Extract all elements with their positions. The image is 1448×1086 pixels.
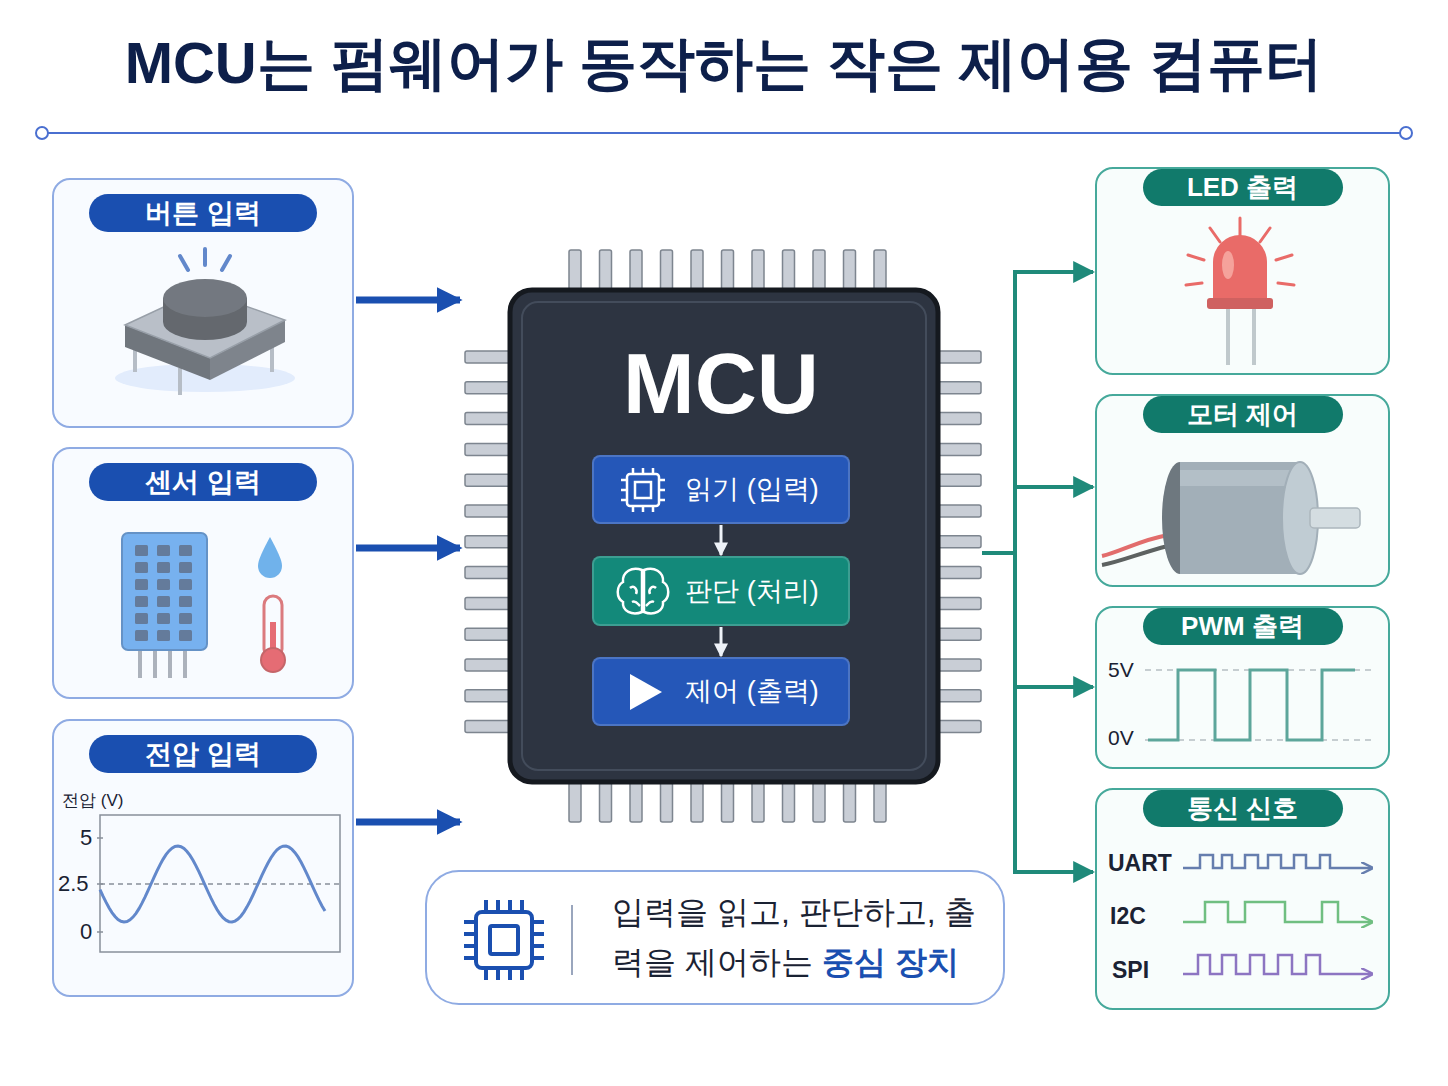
brain-icon — [618, 569, 669, 614]
flow-arrow — [982, 487, 1093, 553]
flow-arrow — [982, 553, 1093, 687]
step-label: 읽기 (입력) — [685, 473, 818, 505]
caption-chip-icon — [464, 900, 544, 980]
input-panel: 전압 입력 — [52, 719, 354, 997]
flow-arrow — [720, 525, 723, 555]
flow-arrow — [982, 553, 1093, 872]
input-panel: 버튼 입력 — [52, 178, 354, 428]
summary-box: 입력을 읽고, 판단하고, 출력을 제어하는중심 장치 — [425, 870, 1005, 1005]
process-step: 판단 (처리) — [592, 556, 850, 626]
process-step: 읽기 (입력) — [592, 455, 850, 524]
play-icon — [630, 674, 662, 710]
axis-label: 5 — [80, 826, 92, 850]
axis-label: 전압 (V) — [62, 792, 123, 811]
step-label: 판단 (처리) — [685, 575, 818, 607]
rule-end — [36, 127, 48, 139]
flow-arrow — [356, 545, 460, 552]
chip-icon — [621, 468, 665, 512]
panel-heading: 전압 입력 — [89, 735, 317, 773]
panel-heading: 모터 제어 — [1143, 396, 1343, 433]
flow-arrow — [720, 627, 723, 656]
output-panel: 모터 제어 — [1095, 394, 1390, 587]
panel-heading: PWM 출력 — [1143, 608, 1343, 645]
summary-text: 입력을 읽고, 판단하고, 출력을 제어하는중심 장치 — [612, 888, 983, 987]
signal-name: UART — [1108, 851, 1172, 876]
title-rule — [42, 132, 1406, 134]
title: MCU는 펌웨어가 동작하는 작은 제어용 컴퓨터 — [125, 28, 1324, 98]
step-label: 제어 (출력) — [685, 675, 818, 707]
highlight-text: 중심 장치 — [822, 944, 959, 980]
process-step: 제어 (출력) — [592, 657, 850, 726]
panel-heading: LED 출력 — [1143, 169, 1343, 206]
panel-heading: 버튼 입력 — [89, 194, 317, 232]
signal-name: SPI — [1112, 958, 1149, 983]
output-panel: PWM 출력 — [1095, 606, 1390, 769]
panel-heading: 통신 신호 — [1143, 790, 1343, 827]
level-label: 0V — [1108, 726, 1134, 749]
flow-arrow — [982, 272, 1093, 553]
rule-end — [1400, 127, 1412, 139]
signal-name: I2C — [1110, 904, 1146, 929]
level-label: 5V — [1108, 658, 1134, 681]
flow-arrow — [356, 297, 460, 304]
input-panel: 센서 입력 — [52, 447, 354, 699]
axis-label: 0 — [80, 920, 92, 944]
flow-arrow — [356, 819, 460, 826]
axis-label: 2.5 — [58, 872, 89, 896]
chip-label: MCU — [460, 336, 982, 431]
output-panel: LED 출력 — [1095, 167, 1390, 375]
mcu-node: MCU 읽기 (입력) 판단 (처리) 제어 (출력) — [460, 248, 982, 826]
panel-heading: 센서 입력 — [89, 463, 317, 501]
caption-separator — [571, 905, 573, 975]
